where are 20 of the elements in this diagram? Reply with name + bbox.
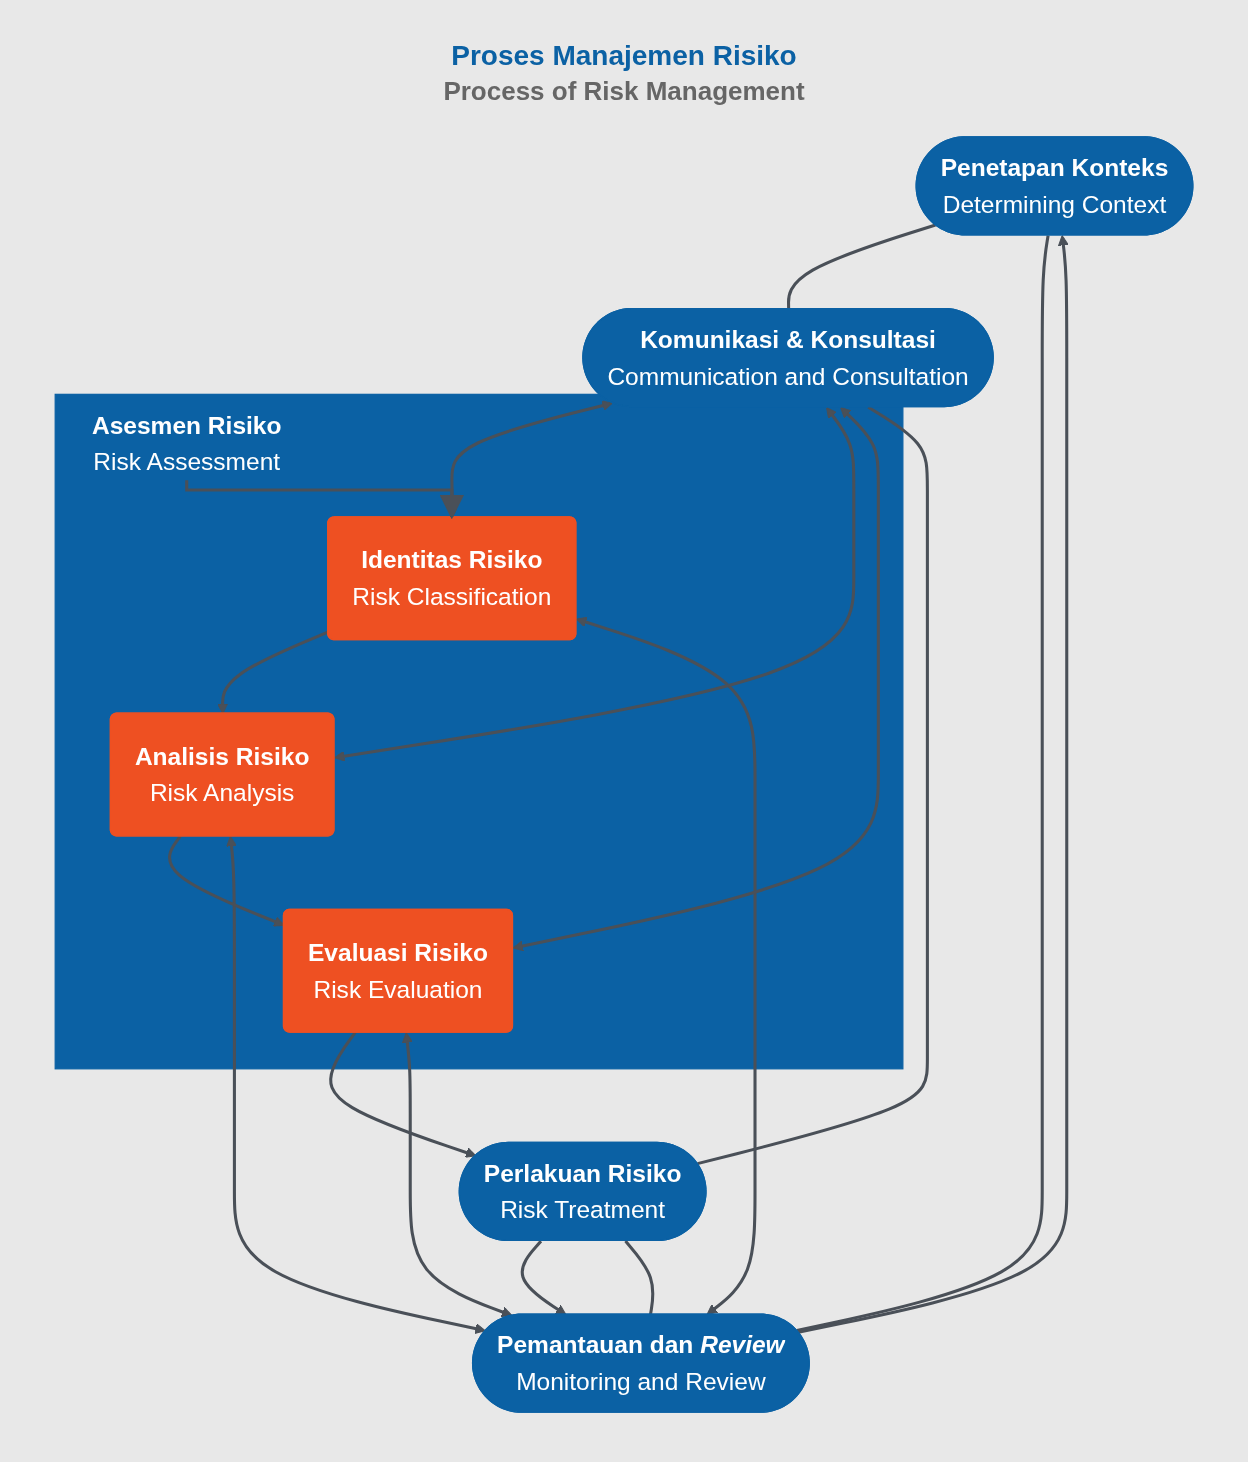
diagram-title: Proses Manajemen Risiko [451, 40, 797, 72]
arrow [185, 480, 465, 520]
process-node: Penetapan Konteks Determining Context [915, 136, 1194, 236]
arrow [401, 1032, 513, 1318]
process-node: Identitas Risiko Risk Classification [327, 516, 577, 641]
arrow [217, 630, 329, 715]
process-node: Perlakuan Risiko Risk Treatment [458, 1141, 707, 1242]
arrow [334, 407, 856, 762]
arrow [520, 1240, 567, 1316]
connector [624, 1240, 655, 1315]
subtitle: Process of Risk Management [443, 76, 805, 107]
connector [787, 223, 936, 310]
process-node: Evaluasi Risiko Risk Evaluation [282, 908, 514, 1033]
process-node: Analisis Risiko Risk Analysis [109, 712, 335, 837]
arrow [226, 835, 486, 1334]
arrow [512, 407, 880, 952]
arrow [575, 616, 757, 1315]
connector [697, 405, 929, 1166]
process-node: Komunikasi & Konsultasi Communication and Consultation [582, 307, 994, 408]
arrow [329, 1031, 477, 1158]
